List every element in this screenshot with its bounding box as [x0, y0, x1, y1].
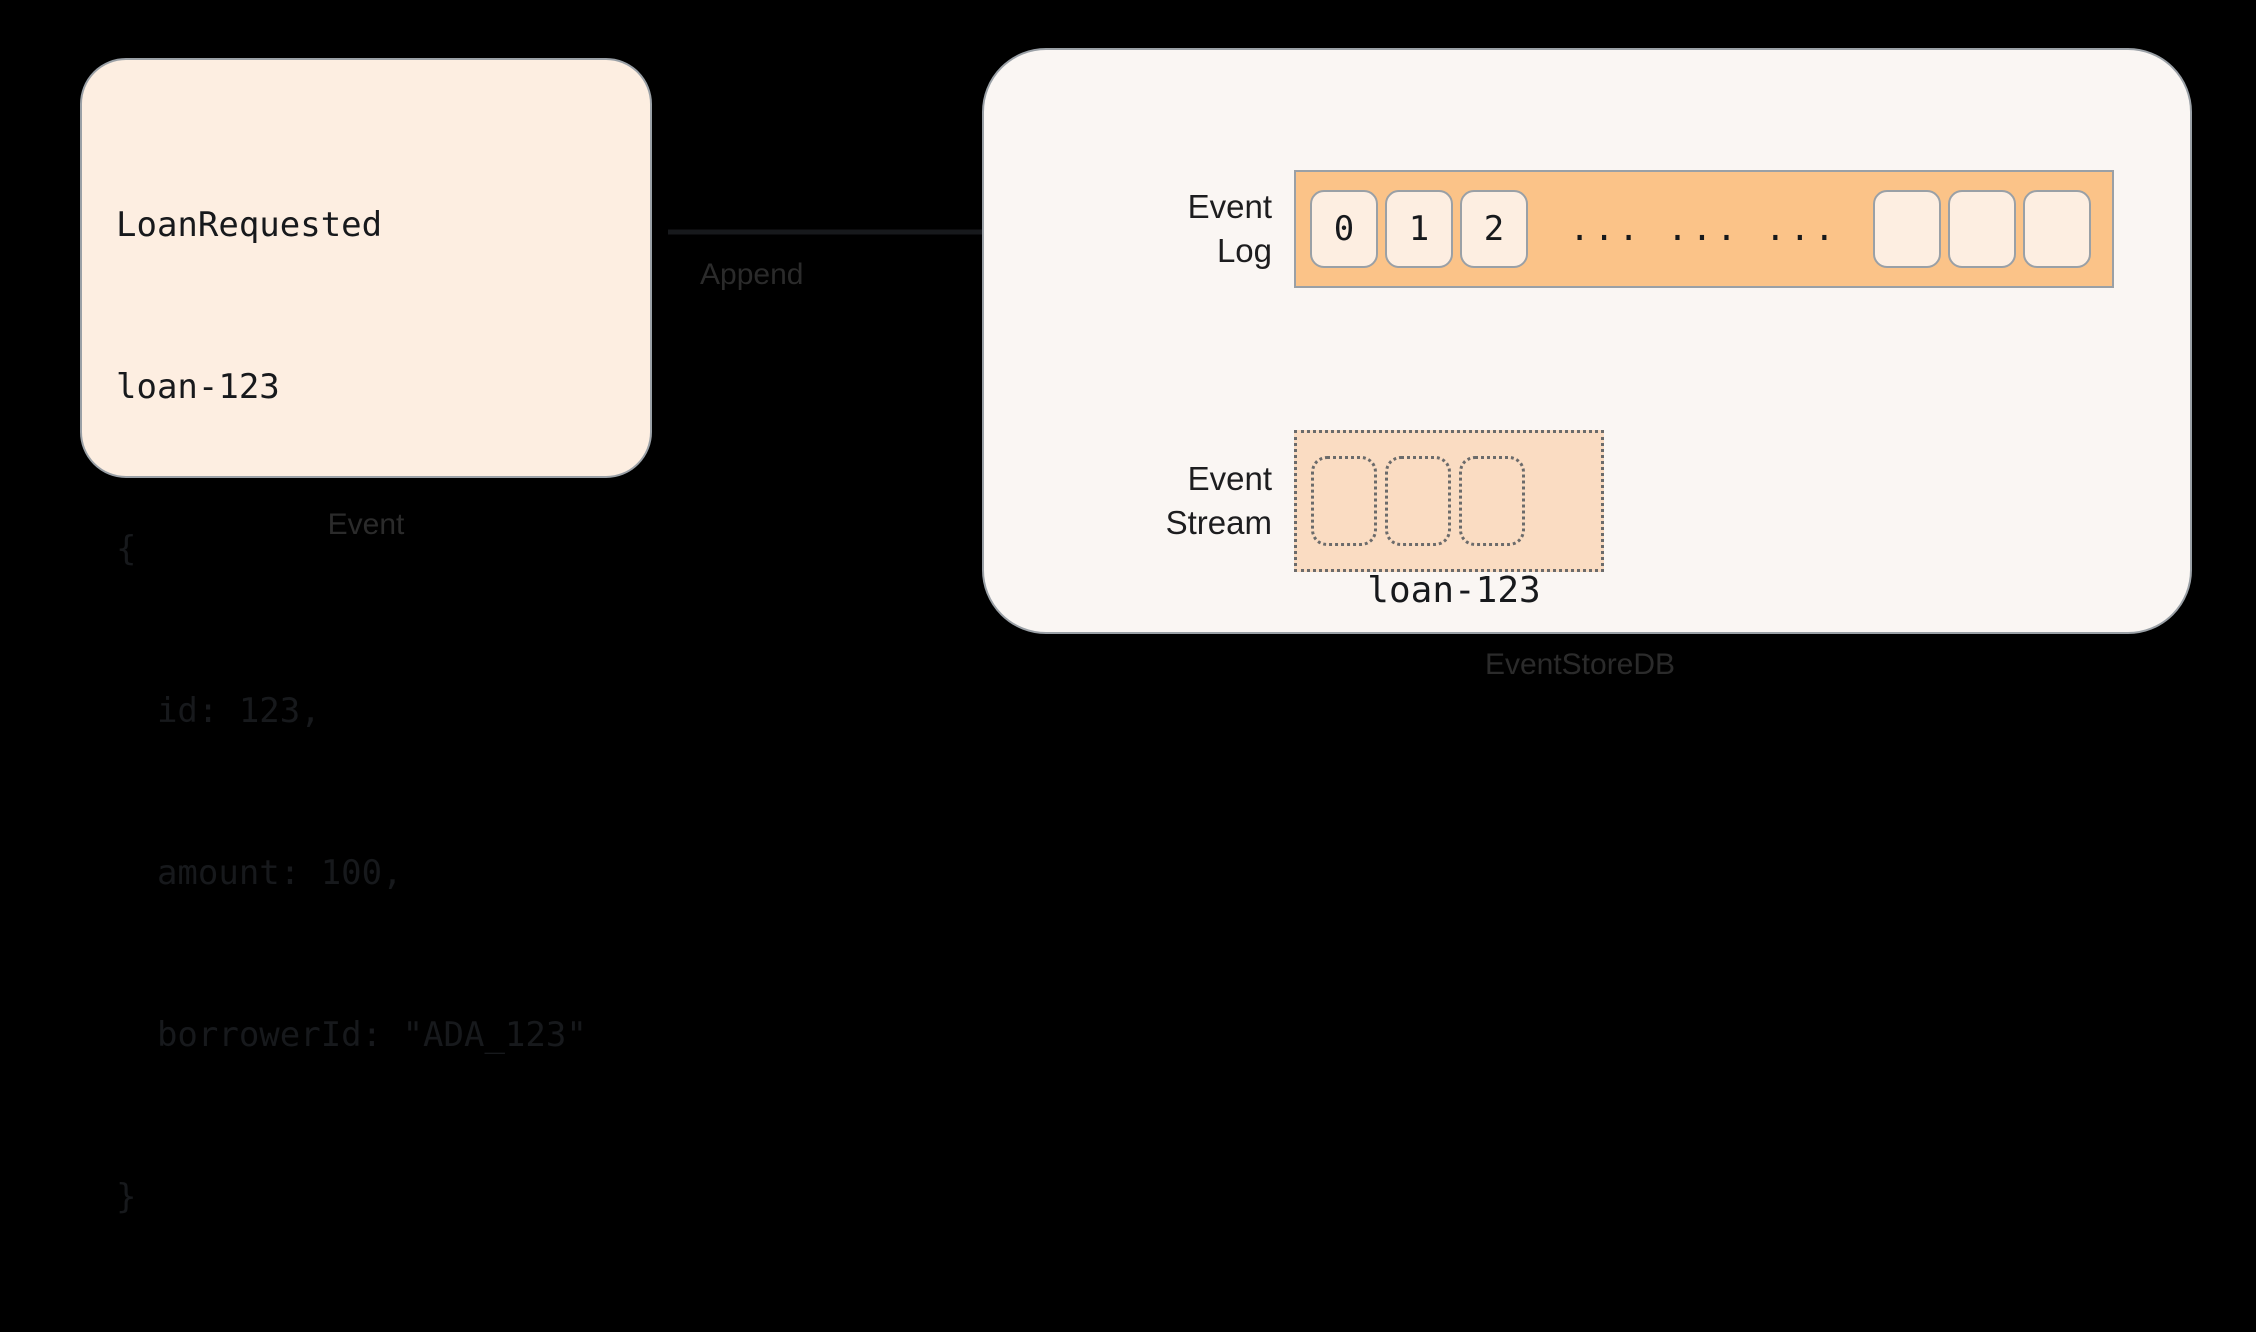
event-line-amount: amount: 100, [116, 853, 403, 893]
event-stream-name: loan-123 [1367, 570, 1541, 611]
event-log-cell[interactable]: 0 [1310, 190, 1378, 268]
eventstoredb-container: Event Log 0 1 2 ... ... ... Event Stream… [982, 48, 2192, 634]
event-log-cell-empty[interactable] [1948, 190, 2016, 268]
event-log-cell-empty[interactable] [1873, 190, 1941, 268]
event-payload: LoanRequested loan-123 { id: 123, amount… [116, 90, 616, 1332]
event-card: LoanRequested loan-123 { id: 123, amount… [80, 58, 652, 1217]
event-line-id: id: 123, [116, 691, 321, 731]
event-stream-row: Event Stream [1140, 430, 1604, 572]
eventstoredb-caption: EventStoreDB [1484, 648, 1676, 681]
event-line-open-brace: { [116, 529, 137, 569]
event-log-label: Event Log [1187, 188, 1272, 269]
event-line-type: LoanRequested [116, 205, 383, 245]
event-line-close-brace: } [116, 1177, 137, 1217]
event-log-ellipsis: ... ... ... [1569, 209, 1839, 249]
event-log-bar: 0 1 2 ... ... ... [1294, 170, 2114, 288]
event-card-caption: Event [327, 508, 405, 541]
append-arrow-label: Append [700, 258, 804, 291]
event-line-stream: loan-123 [116, 367, 280, 407]
event-stream-box [1294, 430, 1604, 572]
event-stream-cell-empty[interactable] [1385, 456, 1451, 546]
event-stream-cell-empty[interactable] [1459, 456, 1525, 546]
event-log-cell-empty[interactable] [2023, 190, 2091, 268]
event-log-row: Event Log 0 1 2 ... ... ... [1140, 170, 2114, 288]
event-stream-cell-empty[interactable] [1311, 456, 1377, 546]
diagram-canvas: LoanRequested loan-123 { id: 123, amount… [80, 48, 2192, 1217]
event-log-cell[interactable]: 1 [1385, 190, 1453, 268]
event-stream-label: Event Stream [1165, 460, 1272, 541]
event-line-borrower-id: borrowerId: "ADA_123" [116, 1015, 587, 1055]
event-log-cell[interactable]: 2 [1460, 190, 1528, 268]
